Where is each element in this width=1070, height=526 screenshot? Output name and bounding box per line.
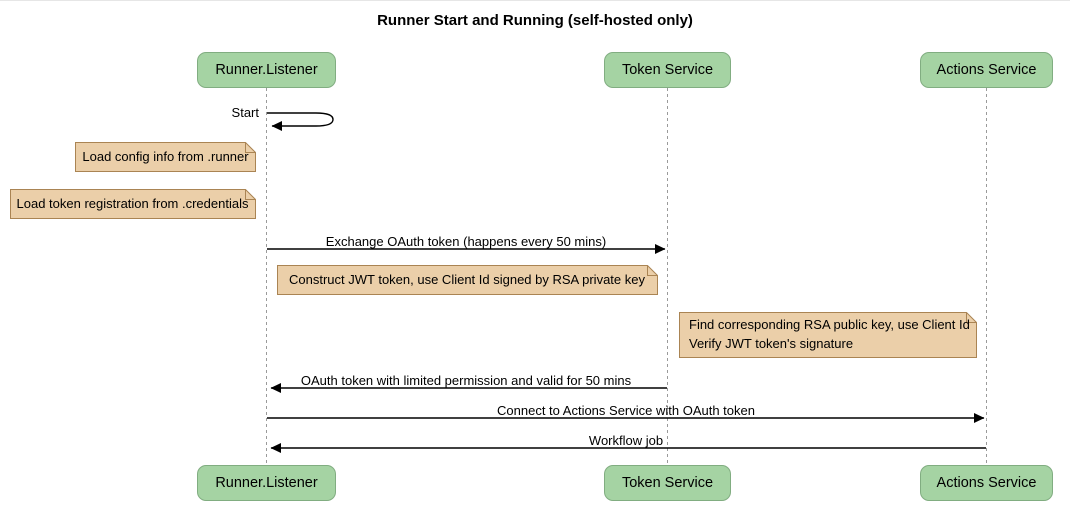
participant-label: Runner.Listener (215, 475, 318, 491)
note-construct-jwt: Construct JWT token, use Client Id signe… (289, 271, 645, 287)
message-label-workflow-job: Workflow job (588, 433, 664, 448)
participant-label: Actions Service (936, 475, 1037, 491)
participant-label: Token Service (621, 62, 714, 78)
participant-actions-service-top: Actions Service (920, 52, 1053, 88)
note-load-token-registration: Load token registration from .credential… (16, 195, 249, 211)
participant-label: Actions Service (936, 62, 1037, 78)
note-shape-load-token-registration (10, 189, 256, 219)
note-shape-load-config (75, 142, 256, 172)
participant-runner-listener-top: Runner.Listener (197, 52, 336, 88)
participant-label: Runner.Listener (215, 62, 318, 78)
note-shape-construct-jwt (277, 265, 658, 295)
message-label-start: Start (231, 105, 259, 120)
message-label-oauth-token-returned: OAuth token with limited permission and … (300, 373, 632, 388)
note-load-config: Load config info from .runner (82, 148, 249, 164)
participant-token-service-top: Token Service (604, 52, 731, 88)
participant-runner-listener-bottom: Runner.Listener (197, 465, 336, 501)
diagram-title: Runner Start and Running (self-hosted on… (377, 12, 693, 29)
note-find-rsa-public-key: Find corresponding RSA public key, use C… (689, 317, 970, 351)
message-label-connect-actions-service: Connect to Actions Service with OAuth to… (497, 403, 755, 418)
participant-actions-service-bottom: Actions Service (920, 465, 1053, 501)
participant-token-service-bottom: Token Service (604, 465, 731, 501)
participant-label: Token Service (621, 475, 714, 491)
message-line-start-self-loop (267, 112, 334, 131)
message-label-exchange-oauth-token: Exchange OAuth token (happens every 50 m… (325, 234, 607, 249)
note-shape-find-rsa-public-key (679, 312, 977, 358)
